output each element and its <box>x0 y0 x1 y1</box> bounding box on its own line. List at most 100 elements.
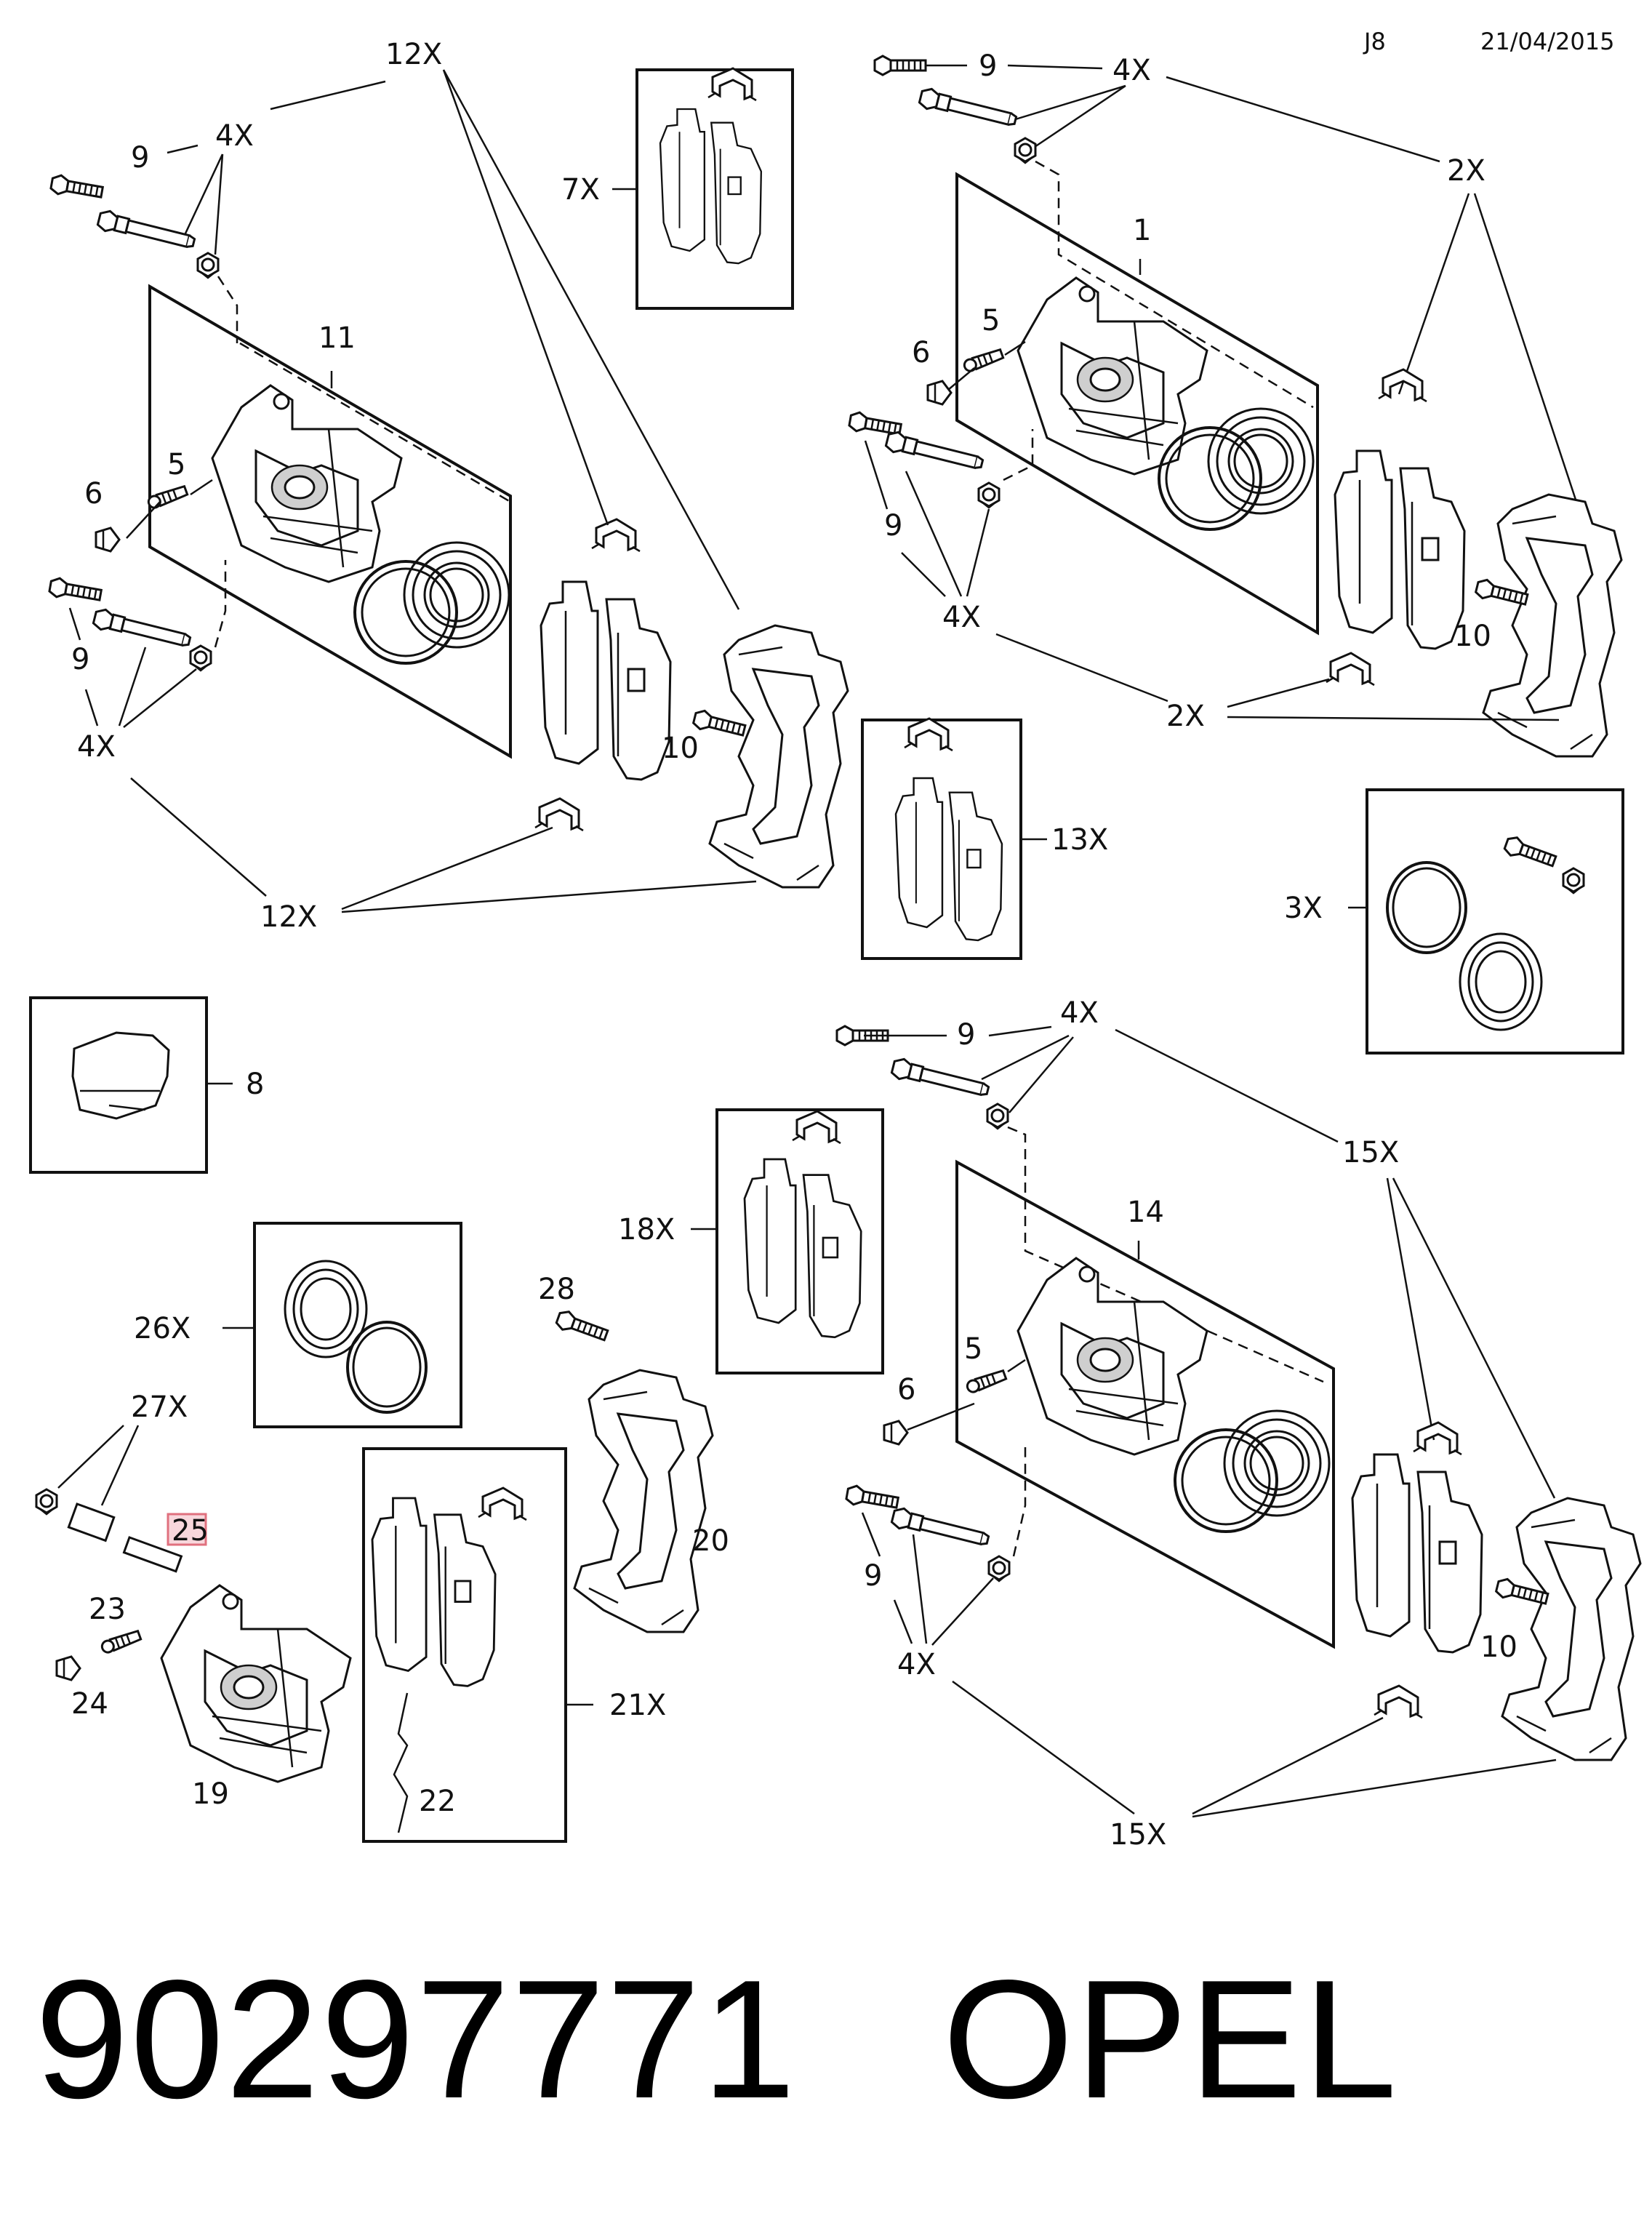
callout-2x-bottom-right: 2X <box>1166 700 1205 733</box>
inset-box-3x <box>1366 788 1624 1055</box>
bleed-nipple-icon <box>964 1368 1008 1395</box>
anti-rattle-shim-icon <box>71 1031 170 1120</box>
callout-26x: 26X <box>134 1312 191 1345</box>
guide-pin-icon <box>122 1536 183 1573</box>
bushing-icon <box>196 252 220 279</box>
guide-bolt-icon <box>47 575 103 606</box>
caliper-carrier-icon <box>708 624 849 889</box>
caliper-frame-11 <box>148 284 512 759</box>
pad-clip-icon <box>1412 1421 1463 1456</box>
piston-ring-icon <box>1386 861 1467 954</box>
callout-4x-top-left-lower: 4X <box>77 730 116 764</box>
part-number: 90297771 <box>35 1945 798 2134</box>
piston-ring-icon <box>346 1321 428 1414</box>
caliper-body-icon <box>160 1584 352 1783</box>
sheet-code: J8 <box>1363 28 1386 55</box>
wear-sensor-spring-icon <box>393 1692 409 1833</box>
caliper-carrier-icon <box>1501 1497 1642 1761</box>
assembly-bottom-right: 9 4X 15X 18X 14 5 6 9 4X 10 15X <box>618 996 1642 1852</box>
assembly-top-right: 9 4X 2X 1 5 6 9 4X 10 2X 3X <box>847 49 1624 1055</box>
callout-10-bottom-right: 10 <box>1480 1630 1517 1664</box>
pad-clip-icon <box>590 518 641 553</box>
callout-5-top-right: 5 <box>982 304 1000 337</box>
caliper-carrier-icon <box>1482 493 1623 758</box>
bushing-icon <box>1014 137 1037 164</box>
brake-pads-icon <box>743 1158 862 1339</box>
bushing-icon <box>35 1488 58 1516</box>
guide-pin-icon <box>91 607 193 652</box>
callout-9-top-right: 9 <box>979 49 997 83</box>
guide-pin-icon <box>883 429 986 475</box>
carrier-bolt-icon <box>691 708 747 741</box>
callout-25-highlight <box>167 1513 207 1546</box>
callout-25: 25 <box>172 1514 209 1548</box>
callout-4x-top-left: 4X <box>215 119 254 153</box>
guide-pin-icon <box>95 208 198 254</box>
assembly-top-left: 7X 11 12X 4X 9 5 6 9 4X 10 12X <box>47 38 1108 960</box>
callout-10-top-left: 10 <box>662 732 699 765</box>
brand-name: OPEL <box>942 1945 1399 2134</box>
caliper-frame-1 <box>955 172 1319 636</box>
dust-cap-icon <box>55 1655 81 1681</box>
callout-4x-top-right-lower: 4X <box>942 601 981 634</box>
callout-4x-top-right: 4X <box>1112 54 1151 87</box>
inset-box-8 <box>29 996 208 1174</box>
callout-7x: 7X <box>561 173 600 207</box>
pad-clip-icon <box>477 1486 528 1521</box>
pad-clip-icon <box>1373 1684 1424 1719</box>
carrier-bolt-icon <box>553 1308 611 1345</box>
callout-10-top-right: 10 <box>1454 620 1491 653</box>
piston-seals-icon <box>353 541 510 665</box>
brake-pads-icon <box>540 580 672 781</box>
caliper-body-icon <box>1017 276 1208 476</box>
bushing-icon <box>977 481 1001 509</box>
callout-9-top-left: 9 <box>131 141 149 175</box>
callout-5-bottom-right: 5 <box>964 1332 982 1366</box>
assembly-bottom-left: 26X 28 27X 25 23 24 19 20 21X 22 <box>35 1222 729 1843</box>
caliper-carrier-icon <box>573 1369 714 1633</box>
pad-clip-icon <box>534 797 585 832</box>
caliper-body-icon <box>1017 1257 1208 1456</box>
bleed-nipple-icon <box>961 347 1005 374</box>
callout-1: 1 <box>1133 214 1151 247</box>
guide-bolt-icon <box>844 1483 900 1513</box>
callout-18x: 18X <box>618 1213 675 1246</box>
callout-22: 22 <box>419 1785 456 1818</box>
callout-4x-bottom-right-lower: 4X <box>897 1648 936 1681</box>
dust-cap-icon <box>926 380 953 406</box>
callout-5-top-left: 5 <box>167 448 185 481</box>
callout-20: 20 <box>692 1524 729 1558</box>
caliper-frame-14 <box>955 1159 1335 1649</box>
bushing-icon <box>987 1555 1011 1582</box>
dust-seal-icon <box>1459 932 1543 1031</box>
callout-9-bottom-right-lower: 9 <box>864 1559 882 1593</box>
callout-15x-bottom: 15X <box>1110 1818 1166 1852</box>
pad-clip-icon <box>791 1110 842 1145</box>
dust-cap-icon <box>95 527 121 553</box>
brake-pads-icon <box>371 1497 497 1687</box>
brake-pads-icon <box>659 108 763 265</box>
bleed-nipple-icon <box>145 484 189 511</box>
guide-pin-icon <box>889 1056 992 1102</box>
callout-9-bottom-right: 9 <box>957 1018 975 1052</box>
dust-cap-icon <box>883 1420 909 1446</box>
callout-13x: 13X <box>1051 823 1108 857</box>
inset-box-21x <box>362 1447 567 1843</box>
bushing-icon <box>986 1103 1009 1130</box>
sheet-date: 21/04/2015 <box>1480 28 1614 55</box>
bushing-icon <box>189 644 212 672</box>
callout-15x-top: 15X <box>1342 1136 1399 1169</box>
callout-21x: 21X <box>609 1689 666 1722</box>
pad-clip-icon <box>707 67 758 102</box>
callout-19: 19 <box>192 1777 229 1811</box>
guide-pin-icon <box>917 86 1019 132</box>
callout-6-bottom-right: 6 <box>897 1373 915 1406</box>
callout-2x-top-right: 2X <box>1447 154 1485 188</box>
bolt-icon <box>1501 833 1559 871</box>
callout-6-top-left: 6 <box>84 477 103 511</box>
callout-23: 23 <box>89 1593 126 1626</box>
callout-8: 8 <box>246 1068 264 1101</box>
inset-box-18x <box>715 1108 884 1374</box>
